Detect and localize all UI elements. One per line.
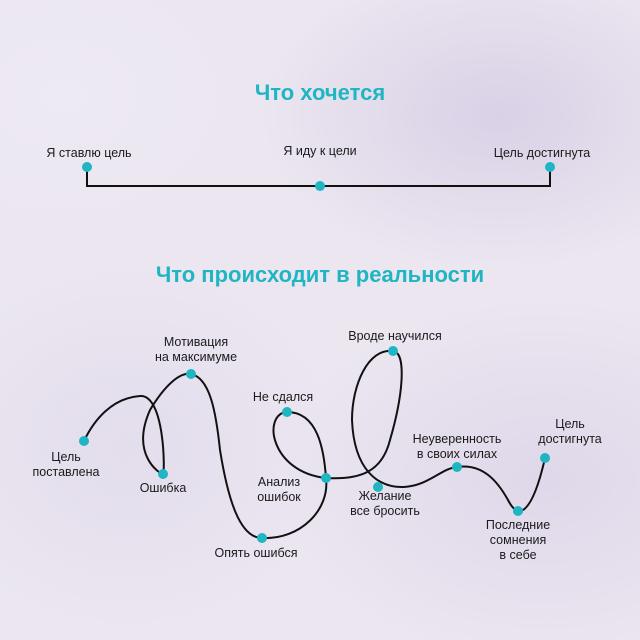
label-error-again: Опять ошибся bbox=[214, 546, 298, 560]
label-ideal-start: Я ставлю цель bbox=[46, 146, 132, 160]
dot-motivation bbox=[186, 369, 196, 379]
dot-last-doubts bbox=[513, 506, 523, 516]
dot-error-again bbox=[257, 533, 267, 543]
section-title-want: Что хочется bbox=[254, 80, 386, 105]
dot-self-doubt bbox=[452, 462, 462, 472]
section-title-reality: Что происходит в реальности bbox=[155, 262, 485, 287]
reality-path-line bbox=[83, 349, 546, 540]
label-seems-learned: Вроде научился bbox=[348, 329, 442, 343]
label-error: Ошибка bbox=[139, 481, 187, 495]
dot-didnt-give-up bbox=[282, 407, 292, 417]
ideal-middle-dot bbox=[315, 181, 325, 191]
ideal-end-dot bbox=[545, 162, 555, 172]
dot-seems-learned bbox=[388, 346, 398, 356]
label-didnt-give-up: Не сдался bbox=[252, 390, 314, 404]
dot-goal-set bbox=[79, 436, 89, 446]
label-ideal-middle: Я иду к цели bbox=[283, 144, 357, 158]
dot-give-up-desire bbox=[373, 482, 383, 492]
dot-error bbox=[158, 469, 168, 479]
ideal-start-dot bbox=[82, 162, 92, 172]
dot-analysis bbox=[321, 473, 331, 483]
dot-goal-reached bbox=[540, 453, 550, 463]
label-ideal-end: Цель достигнута bbox=[493, 146, 591, 160]
